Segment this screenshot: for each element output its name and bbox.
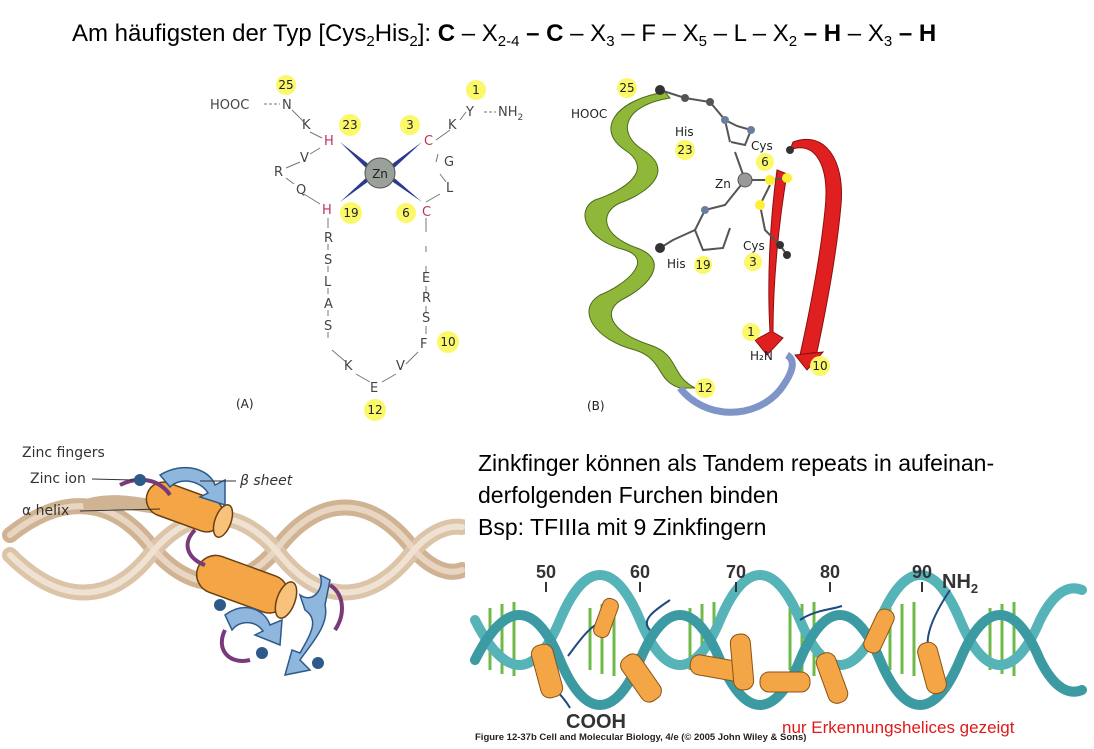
residue-r3: R: [422, 291, 431, 306]
residue-g: G: [444, 155, 454, 170]
residue-l: L: [446, 181, 454, 196]
cys6-label: Cys: [751, 139, 773, 153]
tick-50: 50: [536, 562, 556, 582]
hooc-label: HOOC: [210, 98, 249, 113]
panel-a-label: (A): [236, 397, 254, 411]
residue-r2: R: [324, 231, 333, 246]
svg-text:19: 19: [695, 258, 710, 272]
panel-a-backbone: [264, 103, 496, 383]
hooc-label-b: HOOC: [571, 107, 607, 121]
residue-cys-3: C: [424, 134, 433, 149]
svg-text:1: 1: [747, 325, 755, 339]
tfiiia-dna-figure: 50 60 70 80 90 NH2 COOH: [470, 562, 1087, 733]
svg-text:6: 6: [761, 155, 769, 169]
residue-k: K: [302, 118, 311, 133]
beta-sheet-ribbon: [754, 138, 843, 371]
badge-23: 23: [342, 118, 357, 132]
svg-text:3: 3: [749, 255, 757, 269]
atom-balls: [655, 85, 794, 259]
zinc-coordination-star: Zn: [340, 142, 422, 202]
zinc-fingers-dna-illustration: Zinc fingers Zinc ion β sheet α helix: [2, 445, 465, 676]
residue-v2: V: [396, 359, 405, 374]
residue-his-19: H: [322, 203, 332, 218]
tfiiia-recognition-helices: [530, 589, 951, 709]
badge-1: 1: [472, 83, 480, 97]
alpha-helix-label: α helix: [22, 503, 69, 519]
zn-label: Zn: [372, 167, 388, 181]
badge-6: 6: [402, 206, 410, 220]
panel-b-ribbon-structure: HOOC His Zn Cys Cys His H₂N 25 23 6 19 3…: [571, 78, 843, 416]
description-line-2: derfolgenden Furchen binden: [478, 482, 779, 508]
svg-text:10: 10: [812, 359, 827, 373]
residue-k2: K: [448, 118, 457, 133]
side-chains: [659, 89, 788, 256]
tick-80: 80: [820, 562, 840, 582]
svg-text:23: 23: [677, 143, 692, 157]
badge-3: 3: [406, 118, 414, 132]
zinc-finger-domains: [119, 466, 344, 676]
residue-y: Y: [465, 105, 474, 120]
panel-a-badges: 25 1 23 3 19 6 10 12: [276, 75, 486, 421]
nh2-label: NH2: [498, 105, 523, 123]
residue-r: R: [274, 165, 283, 180]
svg-text:25: 25: [619, 81, 634, 95]
description-line-1: Zinkfinger können als Tandem repeats in …: [478, 450, 995, 476]
tandem-repeat-description: Zinkfinger können als Tandem repeats in …: [478, 447, 994, 543]
panel-b-label: (B): [587, 399, 605, 413]
beta-sheet-label: β sheet: [239, 473, 293, 489]
nh2-terminus-label: NH2: [942, 571, 978, 596]
zinc-ion-icon: [364, 157, 396, 189]
badge-10: 10: [440, 335, 455, 349]
residue-e2: E: [422, 271, 430, 286]
recognition-helix-note: nur Erkennungshelices gezeigt: [782, 718, 1015, 737]
tick-90: 90: [912, 562, 932, 582]
residue-s: S: [324, 253, 332, 268]
loop-ribbon: [677, 352, 796, 416]
zinc-fingers-title: Zinc fingers: [22, 445, 105, 461]
residue-s2: S: [324, 319, 332, 334]
zinc-ion-label: Zinc ion: [30, 471, 86, 487]
residue-q: Q: [296, 183, 306, 198]
badge-12: 12: [367, 403, 382, 417]
zinc-ion-icon: [134, 474, 146, 486]
residue-a: A: [324, 297, 333, 312]
figure-caption: Figure 12-37b Cell and Molecular Biology…: [475, 732, 807, 743]
alpha-helix-ribbon: [584, 91, 696, 389]
badge-25: 25: [278, 78, 293, 92]
residue-e: E: [370, 381, 378, 396]
panel-a-zinc-finger-schematic: Zn HOOC N K H V R Q H R S L A S K E V F …: [210, 75, 523, 421]
residue-n: N: [282, 98, 292, 113]
residue-his-23: H: [324, 134, 334, 149]
residue-s3: S: [422, 311, 430, 326]
cooh-terminus-label: COOH: [566, 711, 626, 733]
cys3-label: Cys: [743, 239, 765, 253]
tick-60: 60: [630, 562, 650, 582]
residue-v: V: [300, 151, 309, 166]
residue-cys-6: C: [422, 205, 431, 220]
tfiiia-ticks: 50 60 70 80 90 NH2 COOH: [536, 562, 978, 733]
badge-19: 19: [343, 206, 358, 220]
his23-label: His: [675, 125, 694, 139]
panel-b-badges: 25 23 6 19 3 1 10 12: [617, 78, 830, 398]
description-line-3: Bsp: TFIIIa mit 9 Zinkfingern: [478, 514, 767, 540]
svg-text:12: 12: [697, 381, 712, 395]
his19-label: His: [667, 257, 686, 271]
tick-70: 70: [726, 562, 746, 582]
page-title: Am häufigsten der Typ [Cys2His2]: C – X2…: [72, 20, 937, 50]
zn-label-b: Zn: [715, 177, 731, 191]
h2n-label: H₂N: [750, 349, 773, 363]
residue-k3: K: [344, 359, 353, 374]
residue-l2: L: [324, 275, 332, 290]
residue-f: F: [420, 337, 427, 352]
zinc-finger-labels: Zinc fingers Zinc ion β sheet α helix: [22, 445, 293, 519]
